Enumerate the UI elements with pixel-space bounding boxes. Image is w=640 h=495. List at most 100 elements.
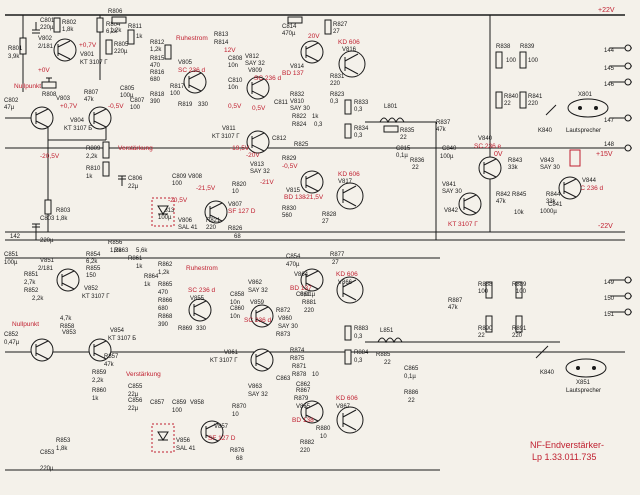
r840-resistor (495, 91, 503, 109)
nullpunkt-lower-label: Nullpunkt (12, 321, 39, 328)
k840-label: K840 (538, 128, 553, 134)
c856-label: C856 (128, 398, 143, 404)
c857-label: C857 (150, 400, 165, 406)
r813-label: R813 (214, 32, 229, 38)
v867-transistor (336, 406, 364, 434)
r833-resistor (344, 99, 352, 115)
r823-value: 0,3 (330, 99, 339, 105)
r804-value: 6,2k (106, 29, 118, 35)
r878-value: 10 (312, 372, 319, 378)
voltage-f: -19,5V (230, 145, 250, 152)
v856-type: SAL 41 (176, 446, 196, 452)
r845-value: 10k (514, 210, 525, 216)
v867-label: V867 (336, 404, 351, 410)
r814-label: R814 (214, 40, 229, 46)
c851-value: 100µ (4, 260, 18, 266)
c815-label: C815 (396, 146, 411, 152)
r852-label: R852 (24, 288, 39, 294)
r854-value: 6,2k (86, 259, 98, 265)
v815-transistor (300, 170, 324, 194)
connector-151: 151 (604, 312, 615, 318)
v852-label: V852 (84, 286, 99, 292)
c813-label: C813 (160, 208, 175, 214)
r855-value: 150 (86, 273, 97, 279)
v814-label: V814 (290, 64, 305, 70)
v852-type: KT 3107 Г (82, 294, 110, 300)
r837-label: R837 (436, 120, 451, 126)
v814-type: BD 137 (282, 70, 304, 77)
r887-value: 47k (448, 305, 459, 311)
r809-value: 2,2k (86, 154, 98, 160)
c841-value: 1000µ (540, 209, 557, 215)
r804-label: R804 (106, 22, 121, 28)
v861-label: V861 (224, 350, 239, 356)
r857-label: R857 (104, 354, 119, 360)
r842-value: 47k (496, 199, 507, 205)
nullpunkt-pot (41, 81, 57, 89)
title-block: NF-Endverstärker- Lp 1.33.011.735 (530, 440, 604, 462)
v862-label: V862 (248, 280, 263, 286)
r840-label: R840 (504, 94, 519, 100)
c801-label: C801 (40, 18, 55, 24)
r810-value: 1k (86, 174, 93, 180)
connector-148: 148 (604, 142, 615, 148)
ruhestrom-label: Ruhestrom (176, 35, 208, 42)
voltage-o: -0,5V (282, 163, 298, 170)
connector-150: 150 (604, 296, 615, 302)
v864-type: BD 137 (290, 285, 312, 292)
r871-label: R871 (292, 364, 307, 370)
c853-value: 220µ (40, 466, 54, 472)
r835-label: R835 (400, 128, 415, 134)
lautsprecher-2-label: Lautsprecher (566, 388, 601, 394)
r815-label: R815 (150, 56, 165, 62)
r805-value: 220µ (114, 49, 128, 55)
r883-label: R883 (354, 326, 369, 332)
voltage-k: -20V (246, 152, 260, 159)
v806-diode (157, 205, 169, 215)
r829-label: R829 (282, 156, 297, 162)
r807-label: R807 (84, 90, 99, 96)
r831-value: 220 (330, 81, 341, 87)
v809-type: SC 236 d (254, 75, 281, 82)
r877-value: 27 (332, 260, 339, 266)
r807-value: 47k (84, 97, 95, 103)
c809-value: 100 (172, 181, 183, 187)
r817-value: 100 (170, 91, 181, 97)
v865-label: V865 (296, 404, 311, 410)
v856-diode (157, 431, 169, 441)
r861-value: 1k (136, 264, 143, 270)
r883-value: 0,3 (354, 334, 363, 340)
v806-type: SAL 41 (178, 225, 198, 231)
v853-label: V853 (62, 330, 77, 336)
r882-label: R882 (300, 440, 315, 446)
r843-label: R843 (508, 158, 523, 164)
r812-resistor (164, 44, 172, 60)
r884-label: R884 (354, 350, 369, 356)
r821-value: 220 (206, 225, 217, 231)
r809-label: R809 (86, 146, 101, 152)
c860-label: C860 (230, 306, 245, 312)
c861-label: C861 (296, 292, 311, 298)
r872-label: R872 (276, 308, 291, 314)
r891-resistor (515, 315, 523, 333)
voltage-a: +0,7V (79, 42, 97, 49)
connector-145: 145 (604, 66, 615, 72)
r838-label: R838 (496, 44, 511, 50)
verstaerkung-label: Verstärkung (118, 145, 153, 152)
r842-label: R842 (496, 192, 511, 198)
c856-value: 22µ (128, 406, 139, 412)
r834-label: R834 (354, 126, 369, 132)
r888-label: R888 (478, 282, 493, 288)
v853-transistor (30, 338, 54, 362)
v841-type: SAY 30 (442, 189, 462, 195)
r828-value: 27 (322, 219, 329, 225)
c807-label: C807 (130, 98, 145, 104)
v865-type: BD 138 (292, 417, 314, 424)
r859-label: R859 (92, 370, 107, 376)
r844-label: R844 (546, 192, 561, 198)
r854-label: R854 (86, 252, 101, 258)
r873-label: R873 (276, 332, 291, 338)
r810-resistor (102, 161, 110, 177)
r868-value: 390 (158, 322, 169, 328)
v807-label: V807 (228, 202, 243, 208)
